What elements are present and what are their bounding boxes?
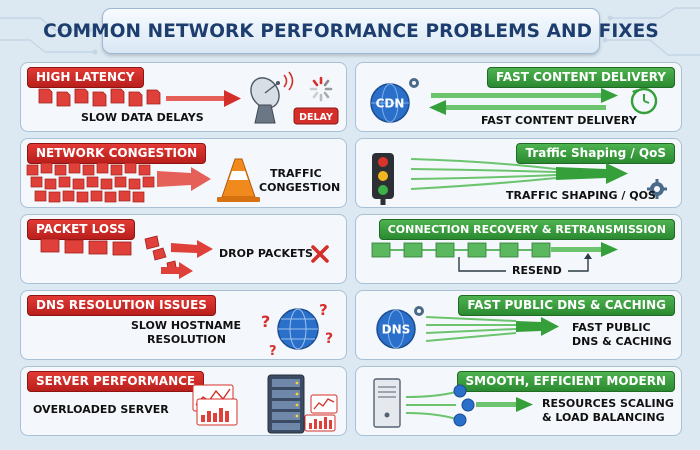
tag-smooth-efficient: SMOOTH, EFFICIENT MODERN (456, 371, 675, 392)
panel-fast-public-dns: FAST PUBLIC DNS & CACHING DNS FAST PUBLI… (355, 290, 682, 360)
satellite-dish-icon (250, 71, 294, 124)
label-traffic: TRAFFIC (270, 167, 322, 180)
gear-icon (409, 78, 419, 88)
network-node-icon (453, 384, 475, 427)
panel-packet-loss: PACKET LOSS DROP PACKETS (20, 214, 347, 284)
x-mark-icon (311, 245, 329, 263)
data-packets (38, 88, 161, 107)
label-slow-hostname: SLOW HOSTNAME (131, 319, 242, 332)
label-slow-data-delays: SLOW DATA DELAYS (81, 111, 204, 124)
traffic-light-icon (372, 153, 394, 205)
delay-badge-bg (293, 107, 339, 125)
overload-charts (192, 384, 338, 432)
arrow-left-green (429, 100, 606, 115)
tag-traffic-shaping: Traffic Shaping / QoS (516, 143, 675, 164)
shaped-traffic-lines (410, 158, 557, 190)
fast-lines (425, 316, 517, 342)
svg-text:?: ? (261, 312, 270, 331)
data-packets-green (371, 242, 551, 258)
resend-loop (458, 253, 592, 272)
svg-text:?: ? (269, 344, 277, 359)
label-drop-packets: DROP PACKETS (219, 247, 313, 260)
label-fast-content-delivery: FAST CONTENT DELIVERY (481, 114, 637, 127)
server-tower-icon (373, 378, 401, 428)
panel-smooth-efficient: SMOOTH, EFFICIENT MODERN RESOURCES SCALI… (355, 366, 682, 436)
label-resources-scaling: RESOURCES SCALING (542, 397, 674, 410)
tag-network-congestion: NETWORK CONGESTION (27, 143, 207, 164)
congested-packets (26, 162, 155, 203)
label-resolution: RESOLUTION (147, 333, 226, 346)
delay-badge: DELAY (299, 112, 333, 123)
arrow-right-green (516, 317, 559, 336)
arrow-right-red-lower (161, 262, 193, 279)
arrow-right-green (476, 397, 533, 412)
svg-text:?: ? (319, 301, 328, 319)
label-overloaded-server: OVERLOADED SERVER (33, 403, 169, 416)
lost-packets (40, 235, 177, 270)
arrow-right-green (551, 242, 618, 257)
panel-high-latency: HIGH LATENCY (20, 62, 347, 132)
panel-connection-recovery: CONNECTION RECOVERY & RETRANSMISSION RES… (355, 214, 682, 284)
label-fast-public: FAST PUBLIC (572, 321, 651, 334)
gear-icon (414, 306, 424, 316)
panel-traffic-shaping: Traffic Shaping / QoS TRAFFIC SHAPING / (355, 138, 682, 208)
traffic-cone-icon (217, 158, 260, 202)
label-resend: RESEND (512, 264, 562, 277)
globe-icon (277, 308, 319, 350)
tag-packet-loss: PACKET LOSS (27, 219, 135, 240)
tag-fast-public-dns: FAST PUBLIC DNS & CACHING (458, 295, 675, 316)
tag-connection-recovery: CONNECTION RECOVERY & RETRANSMISSION (378, 219, 675, 240)
server-rack-icon (267, 374, 305, 434)
tag-fast-content-delivery: FAST CONTENT DELIVERY (487, 67, 675, 88)
panel-dns-resolution-issues: DNS RESOLUTION ISSUES ? ? ? ? SLOW HOSTN… (20, 290, 347, 360)
label-congestion: CONGESTION (259, 181, 341, 194)
label-dns-caching: DNS & CACHING (572, 335, 672, 348)
cdn-globe-icon: CDN (370, 83, 410, 123)
clock-refresh-icon (630, 87, 658, 115)
dns-icon-label: DNS (382, 323, 411, 337)
arrow-right-red (157, 167, 211, 191)
dns-globe-icon: DNS (376, 309, 416, 349)
cdn-icon-label: CDN (376, 97, 405, 111)
panel-network-congestion: NETWORK CONGESTION TRAFFIC CONGESTION (20, 138, 347, 208)
tag-high-latency: HIGH LATENCY (27, 67, 144, 88)
loading-spinner-icon (309, 76, 333, 102)
load-balance-arrows (405, 391, 457, 420)
question-mark-icon: ? ? ? ? (261, 301, 333, 359)
tag-server-performance: SERVER PERFORMANCE (27, 371, 205, 392)
arrow-right-green (556, 163, 628, 184)
label-traffic-shaping: TRAFFIC SHAPING / QOS (506, 189, 656, 202)
panel-fast-content-delivery: FAST CONTENT DELIVERY CDN FAST CONTENT D… (355, 62, 682, 132)
arrow-right-red-upper (171, 240, 213, 258)
svg-text:?: ? (325, 331, 333, 347)
tag-dns-resolution-issues: DNS RESOLUTION ISSUES (27, 295, 216, 316)
arrow-right-green (431, 88, 618, 103)
gear-icon (647, 179, 667, 199)
arrow-right-red (166, 90, 241, 107)
panel-server-performance: SERVER PERFORMANCE OVERLOADED SERVER (20, 366, 347, 436)
page-title: COMMON NETWORK PERFORMANCE PROBLEMS AND … (43, 8, 659, 54)
label-load-balancing: & LOAD BALANCING (542, 411, 665, 424)
